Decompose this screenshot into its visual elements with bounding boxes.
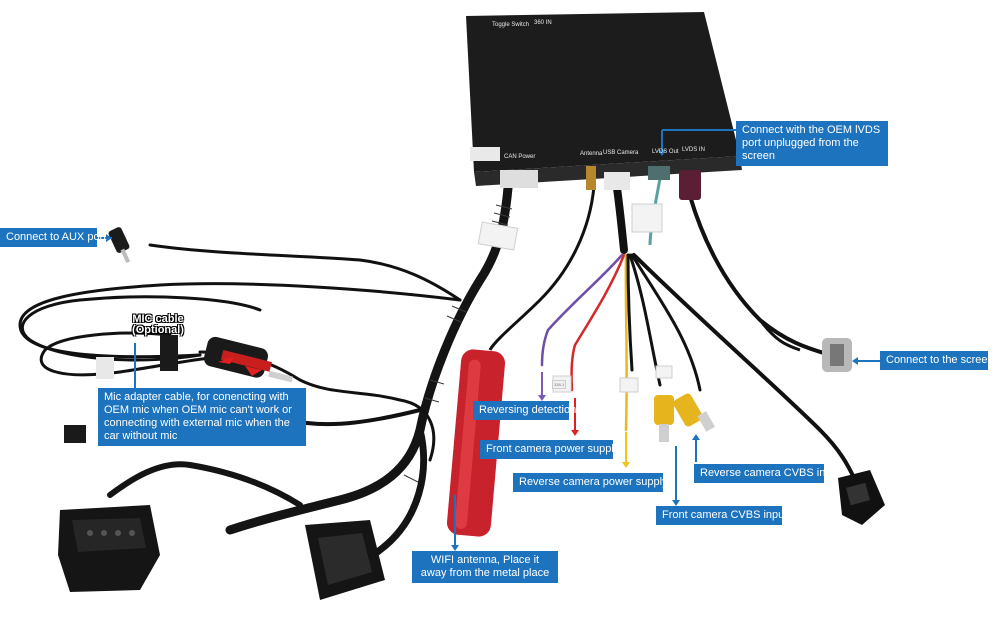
port-label-lvds-in: LVDS IN bbox=[682, 147, 705, 153]
label-mic-adapter: Mic adapter cable, for conencting with O… bbox=[98, 388, 306, 446]
port-label-lvds-out: LVDS Out bbox=[652, 149, 679, 155]
oem-connector bbox=[305, 520, 385, 600]
usb-port-connector bbox=[838, 470, 885, 525]
port-label-usb-camera: USB Camera bbox=[603, 150, 639, 156]
box-label-360-in: 360 IN bbox=[534, 20, 552, 26]
mic-connectors bbox=[64, 335, 293, 443]
label-aux-port: Connect to AUX port bbox=[0, 228, 106, 247]
label-reversing-detection: Reversing detection bbox=[473, 401, 576, 420]
label-wifi-antenna: WIFI antenna, Place it away from the met… bbox=[412, 551, 558, 583]
box-label-toggle-switch: Toggle Switch bbox=[492, 22, 530, 28]
rca-plugs bbox=[654, 393, 715, 442]
harness-sleeve bbox=[403, 204, 513, 483]
mic-cable-title-line1: MIC cable bbox=[132, 313, 184, 325]
obd-connector bbox=[58, 505, 160, 592]
label-connect-screen: Connect to the screen bbox=[880, 351, 994, 370]
port-label-antenna: Antenna bbox=[580, 151, 603, 157]
box-connectors bbox=[500, 166, 670, 190]
label-reverse-camera-cvbs: Reverse camera CVBS input bbox=[694, 464, 841, 483]
interface-box bbox=[466, 12, 742, 186]
label-reverse-camera-power: Reverse camera power supply bbox=[513, 473, 668, 492]
label-oem-lvds-port: Connect with the OEM lVDS port unplugged… bbox=[736, 121, 888, 166]
label-front-camera-power: Front camera power supply bbox=[480, 440, 619, 459]
label-front-camera-cvbs: Front camera CVBS input bbox=[656, 506, 787, 525]
camera-harness bbox=[540, 184, 857, 482]
mic-cable-title: MIC cable (Optional) bbox=[118, 314, 198, 336]
cable-tags bbox=[477, 203, 673, 393]
aux-jack bbox=[108, 227, 131, 264]
cable-sticker: 338-1 bbox=[552, 380, 567, 389]
lvds-in-connector bbox=[679, 170, 701, 200]
port-label-can-power: CAN Power bbox=[504, 154, 536, 160]
screen-connector bbox=[822, 338, 852, 372]
mic-cable-title-line2: (Optional) bbox=[132, 324, 184, 336]
